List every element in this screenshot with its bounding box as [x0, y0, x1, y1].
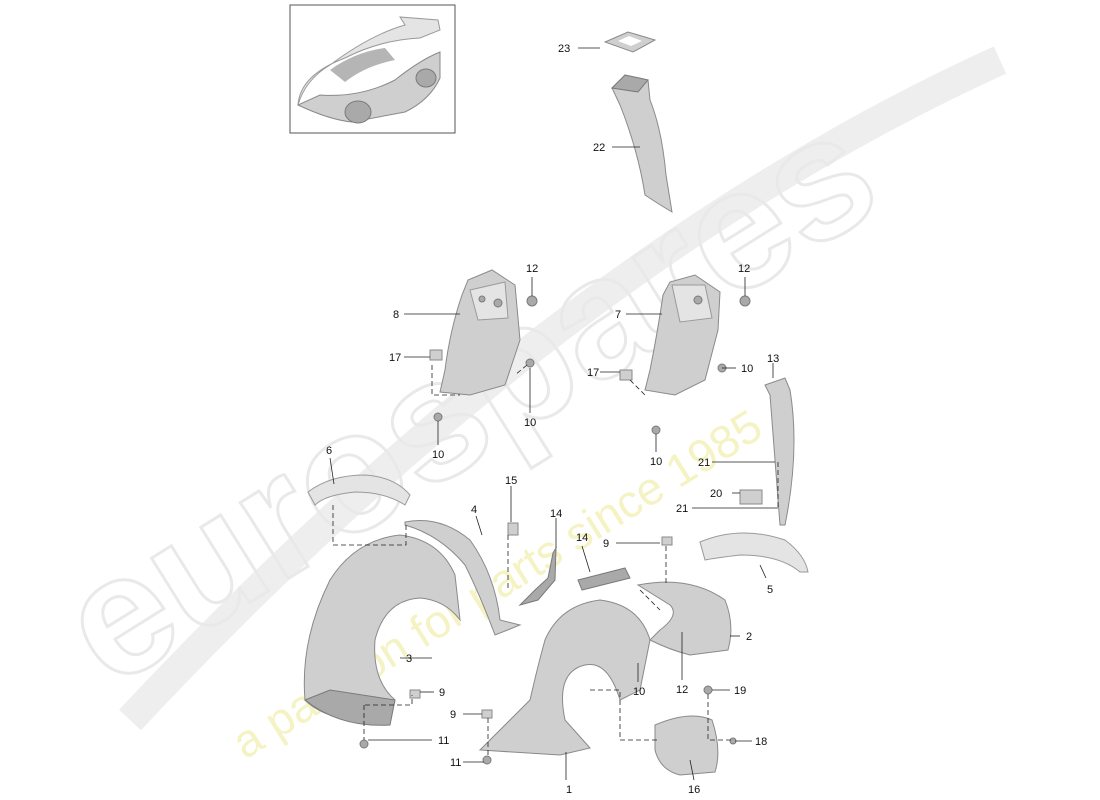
callout-9-upper: 9 — [603, 538, 609, 550]
part-1-rear-wheel-liner — [478, 599, 651, 756]
callout-10-c: 10 — [432, 449, 444, 461]
callout-21-a: 21 — [698, 457, 710, 469]
leader-lines — [329, 47, 778, 781]
callout-12-b: 12 — [738, 263, 750, 275]
part-7-wheel-housing-panel — [644, 274, 721, 396]
part-2-liner-section — [636, 581, 732, 656]
callout-2: 2 — [746, 631, 752, 643]
part-3-front-wheel-liner — [303, 534, 461, 726]
callout-11-a: 11 — [438, 735, 449, 747]
callout-labels: 1 2 3 4 5 6 7 8 9 9 9 10 10 10 10 10 11 … — [326, 43, 779, 796]
callout-10-e: 10 — [633, 686, 645, 698]
callout-14-b: 14 — [576, 532, 588, 544]
callout-21-b: 21 — [676, 503, 688, 515]
part-20-bracket — [739, 489, 763, 505]
callout-19: 19 — [734, 685, 746, 697]
callout-22: 22 — [593, 142, 605, 154]
callout-14-a: 14 — [550, 508, 562, 520]
part-5-liner-section — [699, 532, 809, 573]
callout-6: 6 — [326, 445, 332, 457]
callout-8: 8 — [393, 309, 399, 321]
callout-17-b: 17 — [587, 367, 599, 379]
callout-11-b: 11 — [450, 757, 461, 769]
callout-13: 13 — [767, 353, 779, 365]
callout-18: 18 — [755, 736, 767, 748]
callout-4: 4 — [471, 504, 477, 516]
callout-10-a: 10 — [524, 417, 536, 429]
callout-9-left: 9 — [439, 687, 445, 699]
part-14-seal — [518, 546, 557, 606]
callout-9-bottom: 9 — [450, 709, 456, 721]
callout-10-b: 10 — [741, 363, 753, 375]
callout-17-a: 17 — [389, 352, 401, 364]
part-16-liner-section — [654, 715, 719, 776]
callout-15: 15 — [505, 475, 517, 487]
callout-3: 3 — [406, 653, 412, 665]
callout-12-c: 12 — [676, 684, 688, 696]
callout-7: 7 — [615, 309, 621, 321]
part-4-liner-section — [404, 519, 522, 636]
callout-16: 16 — [688, 784, 700, 796]
part-8-wheel-housing-panel — [439, 269, 521, 396]
callout-23: 23 — [558, 43, 570, 55]
watermark: eurospares a passion for parts since 198… — [27, 46, 1007, 768]
callout-12-a: 12 — [526, 263, 538, 275]
vehicle-thumbnail — [289, 4, 456, 134]
callout-20: 20 — [710, 488, 722, 500]
part-23-gasket — [603, 31, 657, 53]
part-13-trim-strip — [764, 377, 795, 526]
assembly-dashed-lines — [332, 364, 779, 758]
callout-5: 5 — [767, 584, 773, 596]
part-22-air-duct — [610, 74, 673, 213]
part-14-seal-right — [577, 567, 631, 591]
callout-1: 1 — [566, 784, 572, 796]
callout-10-d: 10 — [650, 456, 662, 468]
